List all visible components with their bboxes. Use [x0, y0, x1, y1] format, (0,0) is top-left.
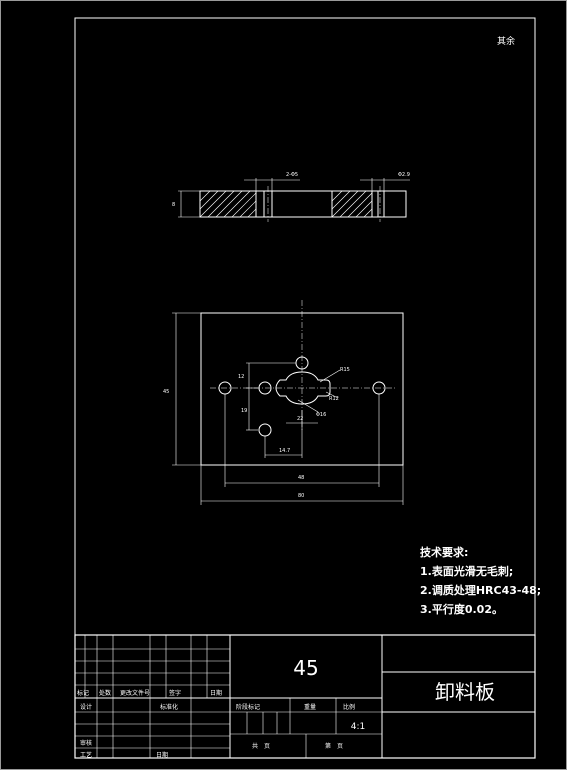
- hatch-right: [331, 190, 373, 218]
- hole-bottom: [258, 423, 272, 437]
- label-process: 工艺: [80, 751, 92, 759]
- label-scale: 比例: [343, 703, 355, 711]
- dim-width-total: 80: [298, 493, 304, 499]
- hatch-left: [199, 190, 257, 218]
- scale-value: 4:1: [351, 722, 365, 732]
- part-name: 卸料板: [435, 680, 495, 704]
- label-mark: 标记: [77, 689, 89, 697]
- dim-height: 45: [163, 389, 169, 395]
- drawing-frame: [74, 17, 536, 759]
- label-date: 日期: [210, 689, 222, 697]
- center-cavity: [275, 371, 331, 405]
- section-view: 2-Φ5 Φ2.9 8: [172, 172, 410, 222]
- dim-side-holes: 2-Φ5: [286, 172, 298, 178]
- material-value: 45: [293, 656, 318, 680]
- corner-roughness-note: 其余: [497, 35, 515, 47]
- label-count: 处数: [99, 689, 111, 697]
- dim-phi16: Φ16: [316, 412, 326, 418]
- tech-req-title: 技术要求:: [420, 545, 468, 559]
- dim-thickness: 8: [172, 202, 175, 208]
- title-block: 标记 处数 更改文件号 签字 日期 设计 标准化 审核 工艺 日期 阶段标记 重…: [74, 634, 536, 759]
- label-approve: 日期: [156, 751, 168, 759]
- label-sheet-no: 第 页: [325, 742, 343, 750]
- label-designer: 设计: [80, 703, 92, 711]
- dim-14-7: 14.7: [279, 448, 290, 454]
- label-sheets-total: 共 页: [252, 742, 270, 750]
- plan-view: 12 19 14.7 22 R15 R12 Φ16 45 48 80: [163, 300, 404, 505]
- label-standardize: 标准化: [160, 703, 178, 711]
- label-weight: 重量: [304, 703, 316, 711]
- dim-r12: R12: [329, 396, 339, 402]
- dim-22: 22: [297, 416, 303, 422]
- dim-19: 19: [241, 408, 247, 414]
- dim-12: 12: [238, 374, 244, 380]
- label-signature: 签字: [169, 689, 181, 697]
- label-change-doc: 更改文件号: [120, 689, 150, 697]
- label-stage-mark: 阶段标记: [236, 703, 260, 711]
- dim-width-inner: 48: [298, 475, 304, 481]
- hole-inner-left: [258, 381, 272, 395]
- label-review: 审核: [80, 739, 92, 747]
- tech-req-item-2: 2.调质处理HRC43-48;: [420, 583, 541, 597]
- tech-requirements: 技术要求: 1.表面光滑无毛刺; 2.调质处理HRC43-48; 3.平行度0.…: [420, 545, 541, 616]
- tech-req-item-3: 3.平行度0.02。: [420, 602, 503, 616]
- section-outline: [199, 190, 407, 218]
- dim-r15: R15: [340, 367, 350, 373]
- tech-req-item-1: 1.表面光滑无毛刺;: [420, 564, 513, 578]
- dim-side-right: Φ2.9: [398, 172, 410, 178]
